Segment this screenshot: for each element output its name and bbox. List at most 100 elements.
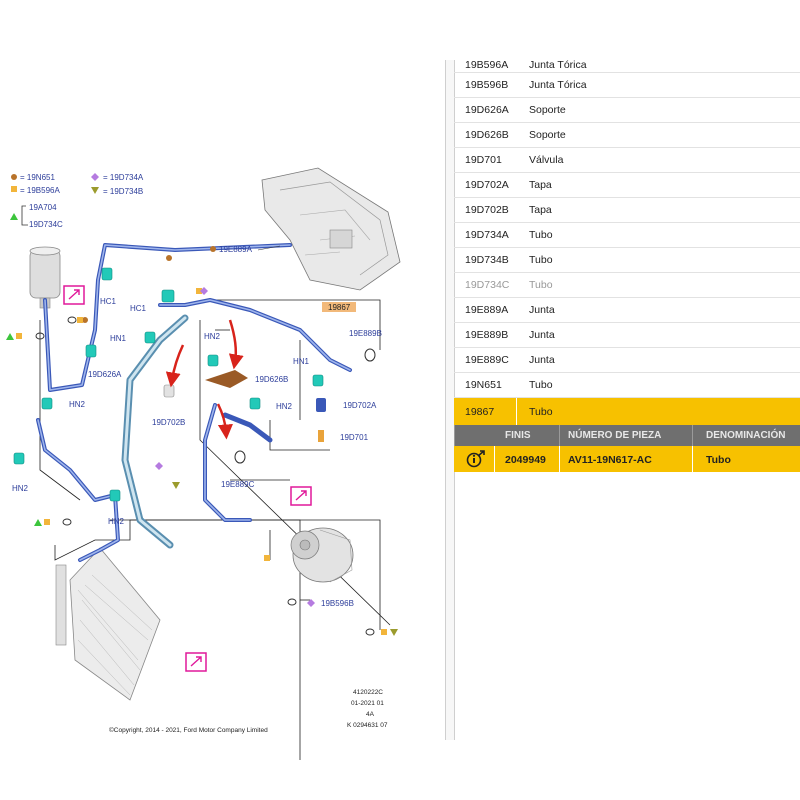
parts-row-selected[interactable]: 19867 Tubo bbox=[454, 398, 800, 425]
part-name: Válvula bbox=[529, 154, 564, 166]
detail-description: Tubo bbox=[706, 454, 731, 466]
part-name: Junta bbox=[529, 354, 555, 366]
symbol-markers bbox=[6, 246, 398, 636]
drawing-ref-4: K 0294631 07 bbox=[347, 722, 388, 729]
callout-19b596b[interactable]: 19B596B bbox=[321, 599, 354, 608]
connectors bbox=[13, 267, 324, 502]
part-code: 19E889B bbox=[465, 329, 509, 341]
parts-row[interactable]: 19D702B Tapa bbox=[454, 198, 800, 223]
part-code: 19D701 bbox=[465, 154, 502, 166]
part-code: 19E889A bbox=[465, 304, 509, 316]
callout-hn2-c[interactable]: HN2 bbox=[12, 484, 29, 493]
callout-labels: 19E889A 19867 19E889B HC1 HC1 HN1 HN1 HN… bbox=[12, 245, 382, 608]
header-finis: FINIS bbox=[505, 430, 531, 441]
callout-hc1-a[interactable]: HC1 bbox=[100, 297, 117, 306]
part-name: Tapa bbox=[529, 204, 552, 216]
callout-19e889b[interactable]: 19E889B bbox=[349, 329, 382, 338]
detail-finis: 2049949 bbox=[505, 454, 546, 466]
hvac-housing bbox=[261, 167, 401, 291]
parts-row[interactable]: 19D734B Tubo bbox=[454, 248, 800, 273]
callout-19867-box bbox=[322, 302, 356, 312]
callout-hn1-a[interactable]: HN1 bbox=[110, 334, 127, 343]
parts-row[interactable]: 19E889A Junta bbox=[454, 298, 800, 323]
part-code: 19N651 bbox=[465, 379, 502, 391]
part-code: 19D734A bbox=[465, 229, 509, 241]
pipes bbox=[36, 243, 352, 562]
part-name: Junta bbox=[529, 304, 555, 316]
callout-19d702a[interactable]: 19D702A bbox=[343, 401, 377, 410]
drawing-ref-3: 4A bbox=[366, 711, 375, 718]
legend-19d734b: = 19D734B bbox=[103, 187, 143, 196]
small-parts bbox=[35, 316, 376, 636]
callout-hn1-b[interactable]: HN1 bbox=[293, 357, 310, 366]
parts-row[interactable]: 19D701 Válvula bbox=[454, 148, 800, 173]
drawing-ref-1: 4120222C bbox=[353, 689, 383, 696]
legend-triangle-down-icon bbox=[91, 187, 99, 194]
part-name: Tubo bbox=[529, 406, 553, 418]
drawing-ref-2: 01-2021 01 bbox=[351, 700, 384, 707]
part-code: 19D702A bbox=[465, 179, 509, 191]
detail-part-number: AV11-19N617-AC bbox=[568, 454, 652, 466]
part-code: 19E889C bbox=[465, 354, 509, 366]
callout-hn2-a[interactable]: HN2 bbox=[204, 332, 221, 341]
legend-square-icon bbox=[11, 186, 17, 192]
parts-row[interactable]: 19D734A Tubo bbox=[454, 223, 800, 248]
leader-lines bbox=[39, 299, 391, 760]
parts-row[interactable]: 19B596A Junta Tórica bbox=[454, 59, 800, 73]
callout-19d702b[interactable]: 19D702B bbox=[152, 418, 185, 427]
callout-19d626b[interactable]: 19D626B bbox=[255, 375, 288, 384]
part-code: 19867 bbox=[465, 406, 495, 418]
part-name: Soporte bbox=[529, 129, 566, 141]
part-code: 19B596A bbox=[465, 59, 509, 71]
callout-hn2-d[interactable]: HN2 bbox=[108, 517, 125, 526]
callout-hc1-b[interactable]: HC1 bbox=[130, 304, 147, 313]
parts-row[interactable]: 19E889C Junta bbox=[454, 348, 800, 373]
parts-row[interactable]: 19D734C Tubo bbox=[454, 273, 800, 298]
condenser bbox=[55, 547, 161, 701]
red-arrows bbox=[165, 319, 244, 440]
legend-circle-icon bbox=[11, 174, 17, 180]
part-name: Soporte bbox=[529, 104, 566, 116]
part-code: 19D626B bbox=[465, 129, 509, 141]
parts-list-panel: 19B596A Junta Tórica 19B596B Junta Tóric… bbox=[454, 59, 800, 472]
header-description: DENOMINACIÓN bbox=[706, 430, 786, 441]
parts-diagram: = 19N651 = 19D734A = 19B596A = 19D734B 1… bbox=[6, 167, 401, 760]
legend-diamond-icon bbox=[91, 173, 99, 181]
callout-hn2-b[interactable]: HN2 bbox=[69, 400, 86, 409]
magenta-link-icons[interactable] bbox=[63, 285, 312, 672]
legend-19d734c: 19D734C bbox=[29, 220, 63, 229]
part-name: Junta bbox=[529, 329, 555, 341]
callout-19d626a[interactable]: 19D626A bbox=[88, 370, 122, 379]
callout-19d701[interactable]: 19D701 bbox=[340, 433, 369, 442]
part-code: 19D626A bbox=[465, 104, 509, 116]
part-detail-header: FINIS NÚMERO DE PIEZA DENOMINACIÓN bbox=[454, 425, 800, 446]
callout-19e889c[interactable]: 19E889C bbox=[221, 480, 255, 489]
parts-row[interactable]: 19E889B Junta bbox=[454, 323, 800, 348]
part-name: Tubo bbox=[529, 254, 553, 266]
parts-row[interactable]: 19B596B Junta Tórica bbox=[454, 73, 800, 98]
legend: = 19N651 = 19D734A = 19B596A = 19D734B 1… bbox=[10, 173, 144, 229]
copyright: ©Copyright, 2014 - 2021, Ford Motor Comp… bbox=[109, 726, 268, 734]
legend-19a704: 19A704 bbox=[29, 203, 57, 212]
callout-19e889a[interactable]: 19E889A bbox=[219, 245, 253, 254]
info-link-icon[interactable] bbox=[466, 450, 486, 468]
part-code: 19D734B bbox=[465, 254, 509, 266]
compressor bbox=[290, 527, 354, 583]
part-name: Tubo bbox=[529, 379, 553, 391]
parts-row[interactable]: 19D626B Soporte bbox=[454, 123, 800, 148]
parts-row[interactable]: 19D626A Soporte bbox=[454, 98, 800, 123]
part-detail-row[interactable]: 2049949 AV11-19N617-AC Tubo bbox=[454, 446, 800, 472]
parts-row[interactable]: 19D702A Tapa bbox=[454, 173, 800, 198]
part-name: Tapa bbox=[529, 179, 552, 191]
legend-19d734a: = 19D734A bbox=[103, 173, 144, 182]
part-name: Junta Tórica bbox=[529, 79, 587, 91]
part-name: Junta Tórica bbox=[529, 59, 587, 71]
part-code: 19D734C bbox=[465, 279, 510, 291]
parts-row[interactable]: 19N651 Tubo bbox=[454, 373, 800, 398]
header-part-number: NÚMERO DE PIEZA bbox=[568, 430, 662, 441]
legend-triangle-up-icon bbox=[10, 213, 18, 220]
part-code: 19D702B bbox=[465, 204, 509, 216]
callout-hn2-e[interactable]: HN2 bbox=[276, 402, 293, 411]
callout-19867[interactable]: 19867 bbox=[328, 303, 351, 312]
legend-19n651: = 19N651 bbox=[20, 173, 55, 182]
